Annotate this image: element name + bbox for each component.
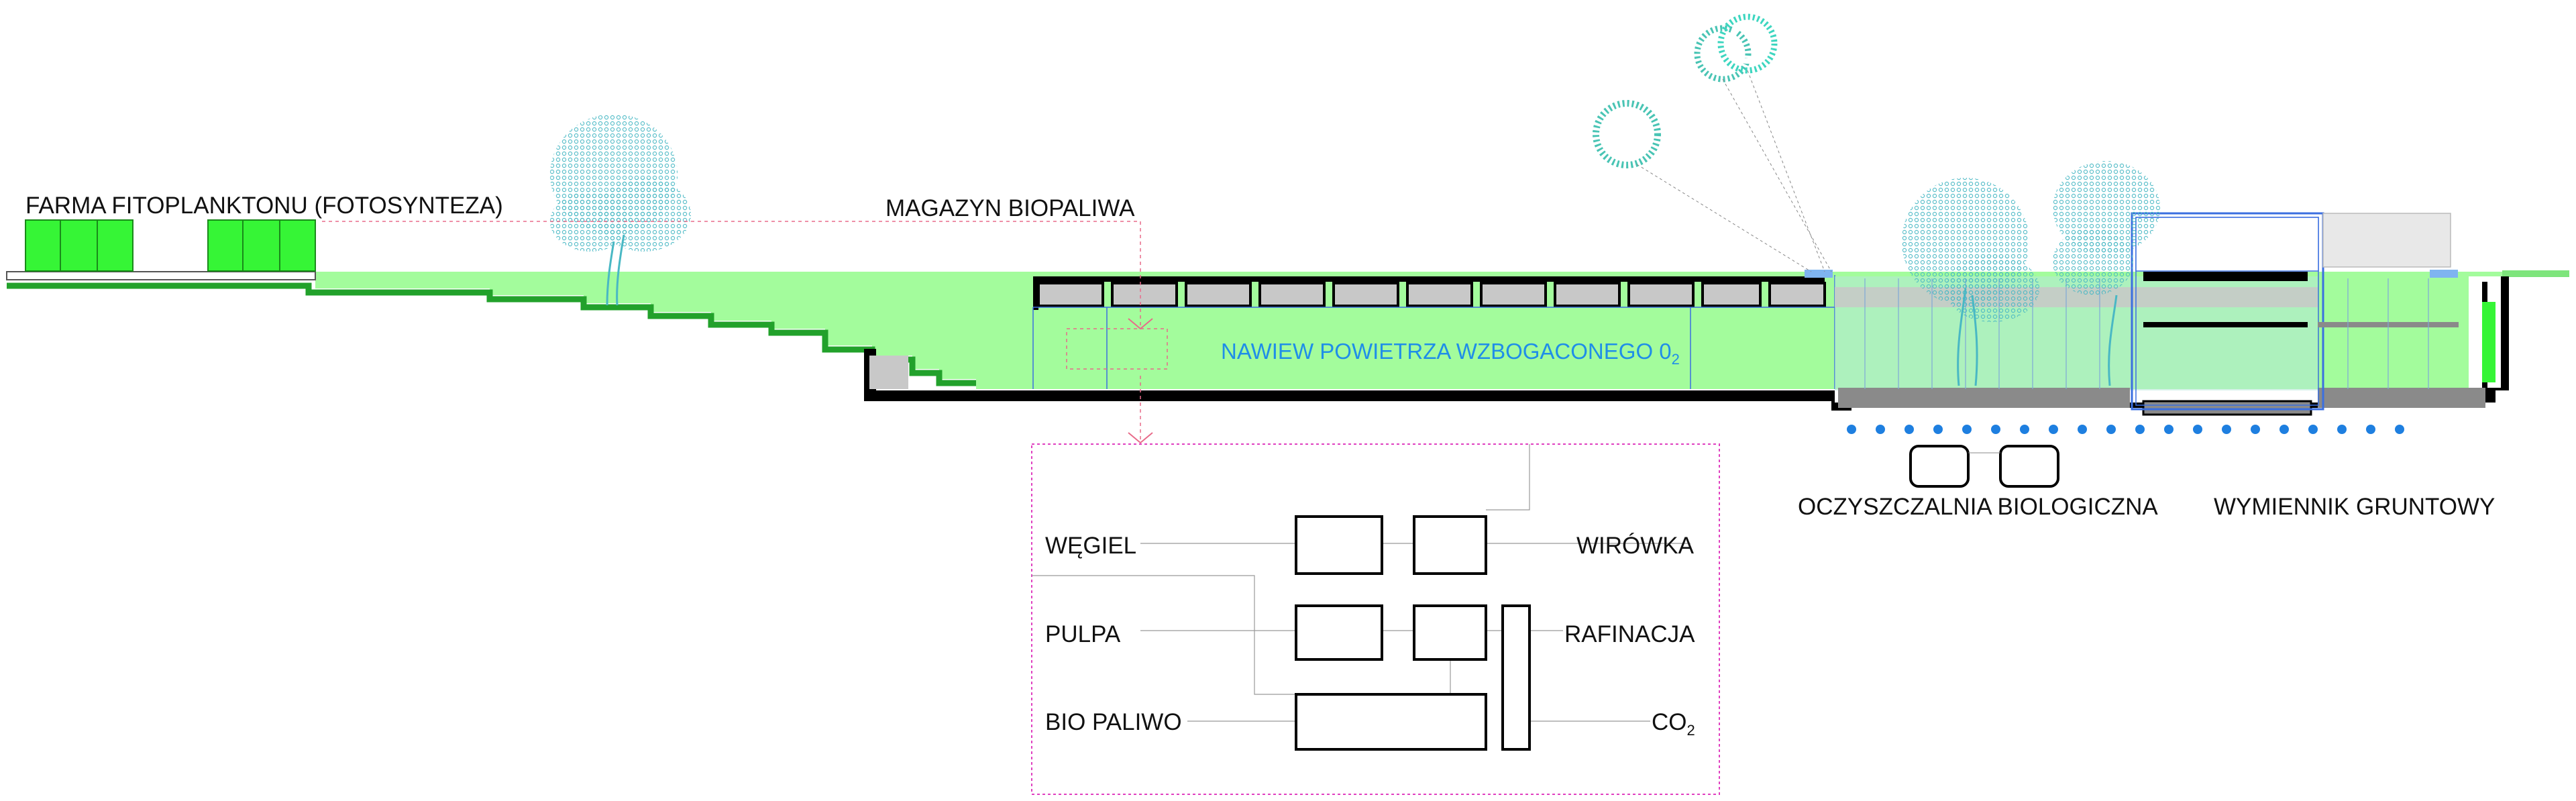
flow-arrows <box>1128 318 1153 444</box>
building-roof-slab <box>1033 276 1825 282</box>
blue-block-right <box>2430 270 2458 278</box>
treatment-label: OCZYSZCZALNIA BIOLOGICZNA <box>1798 494 2158 520</box>
process-left-label: BIO PALIWO <box>1045 709 1182 735</box>
greenhouse-gray-floor-right <box>2318 388 2485 408</box>
building-left-wall <box>1033 276 1038 310</box>
farm-panel-group-2 <box>207 219 316 272</box>
process-box <box>1295 515 1383 575</box>
terrace-steps <box>7 282 976 386</box>
ventilation-label: NAWIEW POWIETRZA WZBOGACONEGO 02 <box>1221 339 1680 368</box>
sunburst-icons <box>1593 13 1832 272</box>
process-right-label: CO2 <box>1652 709 1695 739</box>
process-box <box>1501 604 1531 751</box>
storage-cells <box>1037 282 1826 307</box>
tree-right-1 <box>1902 178 2039 386</box>
process-box <box>1413 515 1487 575</box>
sunburst-icon <box>1593 100 1661 168</box>
farm-panel-group-1 <box>25 219 133 272</box>
underground-building <box>864 212 2509 416</box>
greenhouse-floor-box <box>2142 400 2312 416</box>
greenhouse-gray-floor <box>1838 388 2130 408</box>
ground-top-strip <box>6 271 316 280</box>
process-box <box>1295 604 1383 661</box>
green-vent <box>2482 302 2496 382</box>
exchanger-label: WYMIENNIK GRUNTOWY <box>2214 494 2495 520</box>
process-frame <box>1031 443 1720 795</box>
storage-label: MAGAZYN BIOPALIWA <box>885 195 1135 221</box>
process-box <box>1295 693 1487 751</box>
treatment-tanks <box>1909 445 2059 488</box>
sunburst-icon <box>1717 13 1778 74</box>
process-left-label: WĘGIEL <box>1045 533 1136 559</box>
process-right-label: WIRÓWKA <box>1576 533 1695 559</box>
farm-label: FARMA FITOPLANKTONU (FOTOSYNTEZA) <box>25 193 503 219</box>
tree-right-2 <box>2053 161 2160 386</box>
process-left-label: PULPA <box>1045 621 1121 647</box>
flow-lines <box>322 221 1168 441</box>
exchanger-dots <box>1847 425 2404 434</box>
process-right-label: RAFINACJA <box>1564 621 1695 647</box>
tree-left <box>550 114 691 306</box>
farm-panels <box>25 219 316 272</box>
building-left-gray <box>869 356 908 389</box>
blue-block-left <box>1805 270 1833 278</box>
process-box <box>1413 604 1487 661</box>
ground-top-strip-right <box>2502 270 2569 277</box>
